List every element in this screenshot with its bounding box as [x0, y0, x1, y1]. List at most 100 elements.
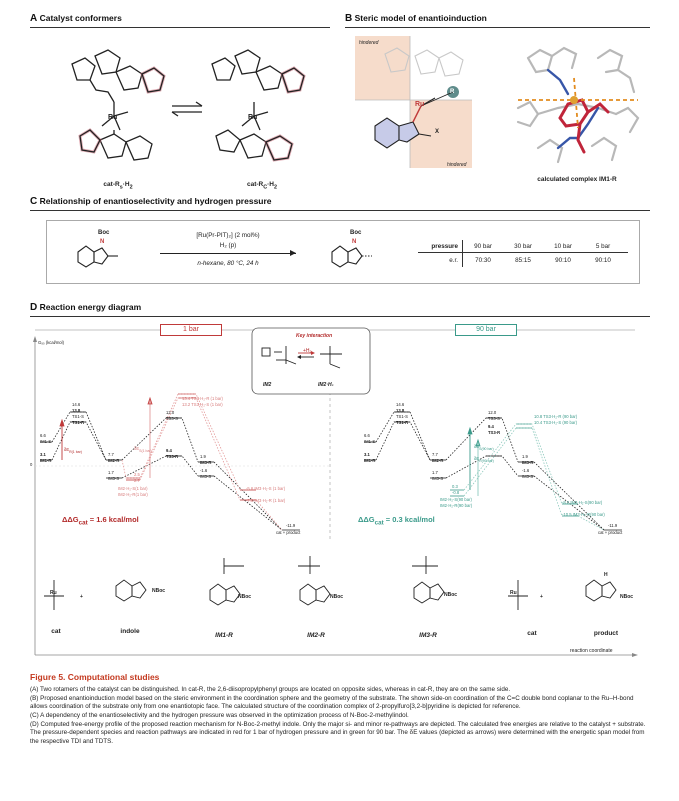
- caption-a: (A) Two rotamers of the catalyst can be …: [30, 686, 511, 693]
- figure-caption-body: (A) Two rotamers of the catalyst can be …: [30, 686, 648, 747]
- level-label: 2.7: [134, 478, 140, 483]
- level-label: -8.2 IM3·H₂-S(90 bar): [562, 500, 603, 505]
- substrate-boc-label: Boc: [98, 230, 110, 236]
- table-er-cell: 85:15: [515, 256, 531, 264]
- level-label: 10.4 TS3·H₂-S (90 bar): [534, 420, 577, 425]
- level-label: IM2-R: [108, 458, 120, 463]
- y-axis-label: G₉₀ (kcal/mol): [38, 340, 64, 345]
- key-interaction-title: Key interaction: [296, 333, 333, 339]
- level-label: IM3-R: [522, 460, 534, 465]
- panel-c-title: C Relationship of enantioselectivity and…: [30, 196, 272, 207]
- level-label: 10.8 TS3·H₂-R (90 bar): [534, 414, 578, 419]
- table-header-pressure: pressure: [431, 242, 458, 250]
- table-er-cell: 90:10: [595, 256, 611, 264]
- level-label: IM3-S: [522, 474, 534, 479]
- level-label: TS3-S: [488, 416, 500, 421]
- level-label: TS3-R: [488, 430, 501, 435]
- level-label: 13.8: [396, 408, 405, 413]
- pressure-er-table: pressure 90 bar 30 bar 10 bar 5 bar e.r.…: [418, 240, 628, 267]
- level-label: -0.8: [452, 490, 460, 495]
- table-header-er: e.r.: [449, 256, 458, 264]
- level-label: IM1-S: [364, 439, 376, 444]
- bottom-label-im2r: IM2-R: [307, 632, 325, 639]
- level-label: 2.5: [134, 472, 140, 477]
- nboc-label: NBoc: [620, 594, 634, 600]
- level-label: 13.2 TS3·H₂-S (1 bar): [182, 402, 223, 407]
- cat-rc-label: cat-RC·H2: [246, 181, 278, 191]
- bottom-label-product: product: [593, 630, 619, 637]
- level-label: 7.7: [108, 452, 114, 457]
- caption-c: (C) A dependency of the enantioselectivi…: [30, 712, 409, 720]
- indole-substrate-structure: [77, 245, 118, 268]
- level-label: IM1-R: [364, 458, 376, 463]
- level-label: 12.0: [166, 410, 175, 415]
- substrate-n-label: N: [100, 239, 105, 245]
- level-label: 3.1: [40, 452, 46, 457]
- ru-atom-label: Ru: [510, 590, 517, 596]
- table-er-cell: 70:30: [475, 256, 491, 264]
- delta-e-1bar-r: δE: [64, 447, 70, 452]
- hindered-bottom-label: hindered: [447, 162, 467, 168]
- figure-caption-title: Figure 5. Computational studies: [30, 672, 160, 682]
- nboc-label: NBoc: [330, 594, 344, 600]
- panel-a-title-text: Catalyst conformers: [39, 13, 122, 23]
- level-label: IM2·H₂-S(90 bar): [440, 497, 472, 502]
- caption-d: (D) Computed free-energy profile of the …: [30, 720, 646, 746]
- bottom-label-cat: cat: [51, 628, 61, 635]
- panel-a-rule: [30, 27, 330, 28]
- cat-rs-label: cat-Rs·H2: [103, 181, 133, 191]
- level-label: -11.9: [286, 523, 296, 528]
- bottom-label-im3r: IM3-R: [419, 632, 437, 639]
- steric-model-diagram: [355, 36, 472, 168]
- plus-sign: +: [80, 594, 83, 600]
- panel-b-title-text: Steric model of enantioinduction: [354, 13, 487, 23]
- level-label: IM2-R: [432, 458, 444, 463]
- x-label: X: [435, 129, 440, 135]
- table-pressure-cell: 90 bar: [474, 242, 492, 250]
- level-label: 1.7: [108, 470, 114, 475]
- level-label: 14.6: [72, 402, 81, 407]
- level-label: IM2·H₂-R(1 bar): [118, 492, 148, 497]
- level-label: IM2·H₂-R(90 bar): [440, 503, 473, 508]
- h-atom-label: H: [604, 572, 608, 578]
- x-axis-label: reaction coordinate: [570, 648, 613, 654]
- level-label: -5.6 IM3·H₂-S (1 bar): [246, 486, 286, 491]
- table-er-cell: 90:10: [555, 256, 571, 264]
- panel-c-letter: C: [30, 196, 38, 207]
- panel-c-title-text: Relationship of enantioselectivity and h…: [39, 196, 272, 206]
- panel-b-title: B Steric model of enantioinduction: [345, 13, 487, 24]
- product-boc-label: Boc: [350, 230, 362, 236]
- level-label: -7.6 IM3·H₂-R (1 bar): [246, 498, 286, 503]
- ru-label: Ru: [415, 101, 425, 108]
- panel-d-title: D Reaction energy diagram: [30, 302, 141, 313]
- level-label: 3.1: [364, 452, 370, 457]
- svg-text:Ru: Ru: [248, 114, 257, 121]
- panel-b-letter: B: [345, 13, 353, 24]
- nboc-label: NBoc: [444, 592, 458, 598]
- bottom-label-im1r: IM1-R: [215, 632, 233, 639]
- nboc-label: NBoc: [152, 588, 166, 594]
- caption-b: (B) Proposed enantioinduction model base…: [30, 694, 634, 711]
- product-n-label: N: [352, 239, 357, 245]
- level-label: 9.4: [166, 448, 172, 453]
- calculated-complex-model: [516, 46, 640, 164]
- level-label: TS1-R: [396, 420, 409, 425]
- hindered-top-label: hindered: [359, 40, 379, 46]
- level-label: TS1-S: [396, 414, 408, 419]
- reaction-arrow: [160, 253, 296, 254]
- indoline-product-structure: [331, 245, 372, 268]
- table-pressure-cell: 5 bar: [595, 242, 611, 250]
- level-label: cat + product: [598, 530, 623, 535]
- calculated-complex-label: calculated complex IM1-R: [537, 176, 617, 183]
- level-label: 13.4 TS3·H₂-R (1 bar): [182, 396, 223, 401]
- reagent-line-1: [Ru(Pr-PIT)₂] (2 mol%): [196, 232, 260, 239]
- level-label: 14.6: [396, 402, 405, 407]
- bottom-label-indole: indole: [120, 628, 140, 635]
- bottom-label-cat2: cat: [527, 630, 537, 637]
- level-label: 6.6: [364, 433, 370, 438]
- ddg-90bar: ΔΔGcat = 0.3 kcal/mol: [358, 515, 435, 527]
- tag-1bar: 1 bar: [160, 324, 222, 336]
- im2-key-label: IM2: [263, 382, 272, 388]
- level-label: IM3-S: [432, 476, 444, 481]
